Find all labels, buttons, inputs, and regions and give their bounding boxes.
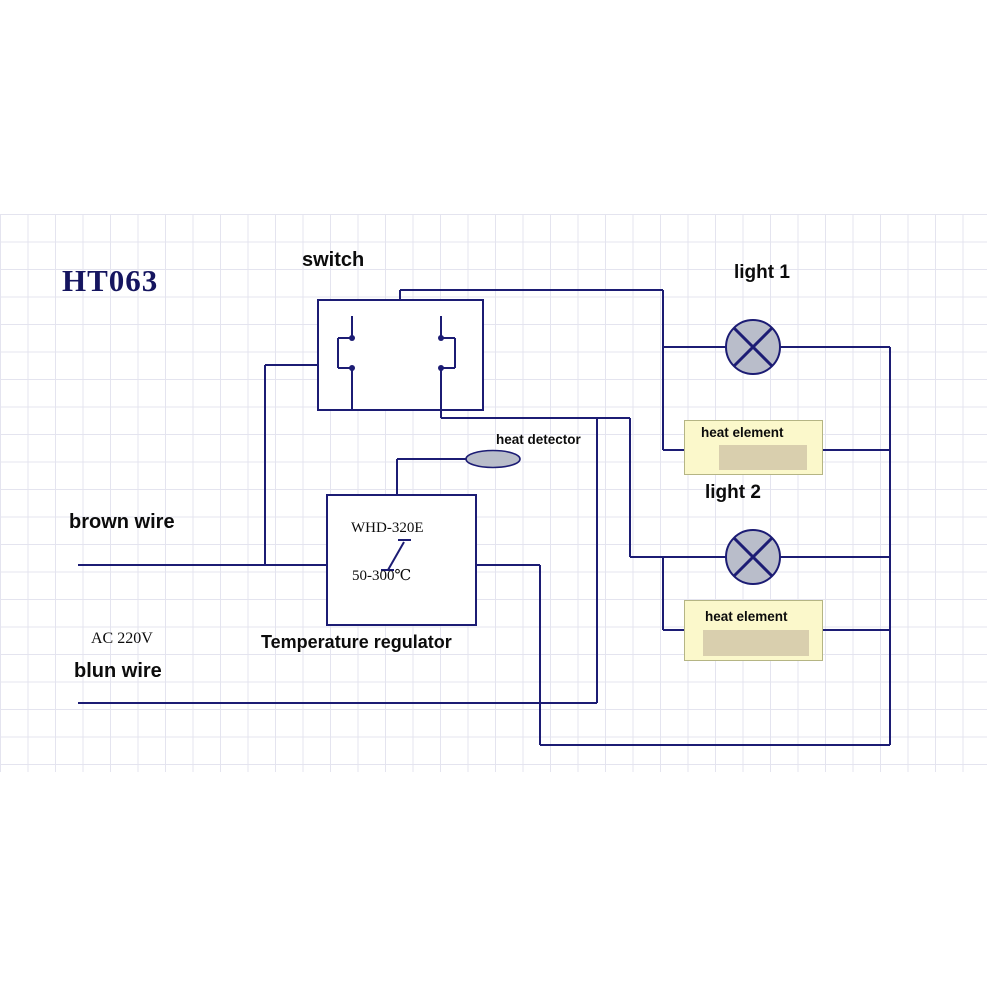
grid-background bbox=[0, 214, 987, 772]
contact-dot bbox=[349, 335, 355, 341]
heat-element-inner bbox=[719, 445, 807, 470]
switch-label: switch bbox=[302, 249, 365, 271]
heat-element-1-label: heat element bbox=[701, 425, 784, 440]
lamp-2-symbol bbox=[725, 529, 781, 585]
heat-detector-probe bbox=[465, 449, 521, 469]
temperature-regulator-label: Temperature regulator bbox=[261, 632, 452, 652]
wire bbox=[78, 289, 891, 746]
lamp-2-cross bbox=[732, 536, 774, 578]
diagram-title: HT063 bbox=[62, 263, 159, 298]
heat-element-inner bbox=[703, 630, 809, 656]
contact-dot bbox=[349, 365, 355, 371]
lamp-1-cross bbox=[732, 326, 774, 368]
regulator-switch-symbol bbox=[381, 539, 411, 571]
switch-contacts bbox=[337, 316, 456, 410]
wires bbox=[78, 289, 891, 746]
heat-element-2-label: heat element bbox=[705, 609, 788, 624]
ac-voltage-label: AC 220V bbox=[91, 630, 153, 647]
brown-wire-label: brown wire bbox=[69, 511, 175, 533]
temperature-regulator-box bbox=[326, 494, 477, 626]
contact-dot bbox=[438, 335, 444, 341]
lamp-1-symbol bbox=[725, 319, 781, 375]
switch-box bbox=[317, 299, 484, 411]
light-2-label: light 2 bbox=[705, 482, 761, 503]
light-1-label: light 1 bbox=[734, 262, 790, 283]
heat-element-2: heat element bbox=[684, 600, 823, 661]
regulator-range: 50-300℃ bbox=[352, 568, 412, 584]
blue-wire-label: blun wire bbox=[74, 660, 162, 682]
heat-element-1: heat element bbox=[684, 420, 823, 475]
regulator-model: WHD-320E bbox=[351, 520, 424, 536]
heat-detector-label: heat detector bbox=[496, 432, 581, 447]
contact-dot bbox=[438, 365, 444, 371]
switch-contact-lines bbox=[337, 316, 456, 410]
